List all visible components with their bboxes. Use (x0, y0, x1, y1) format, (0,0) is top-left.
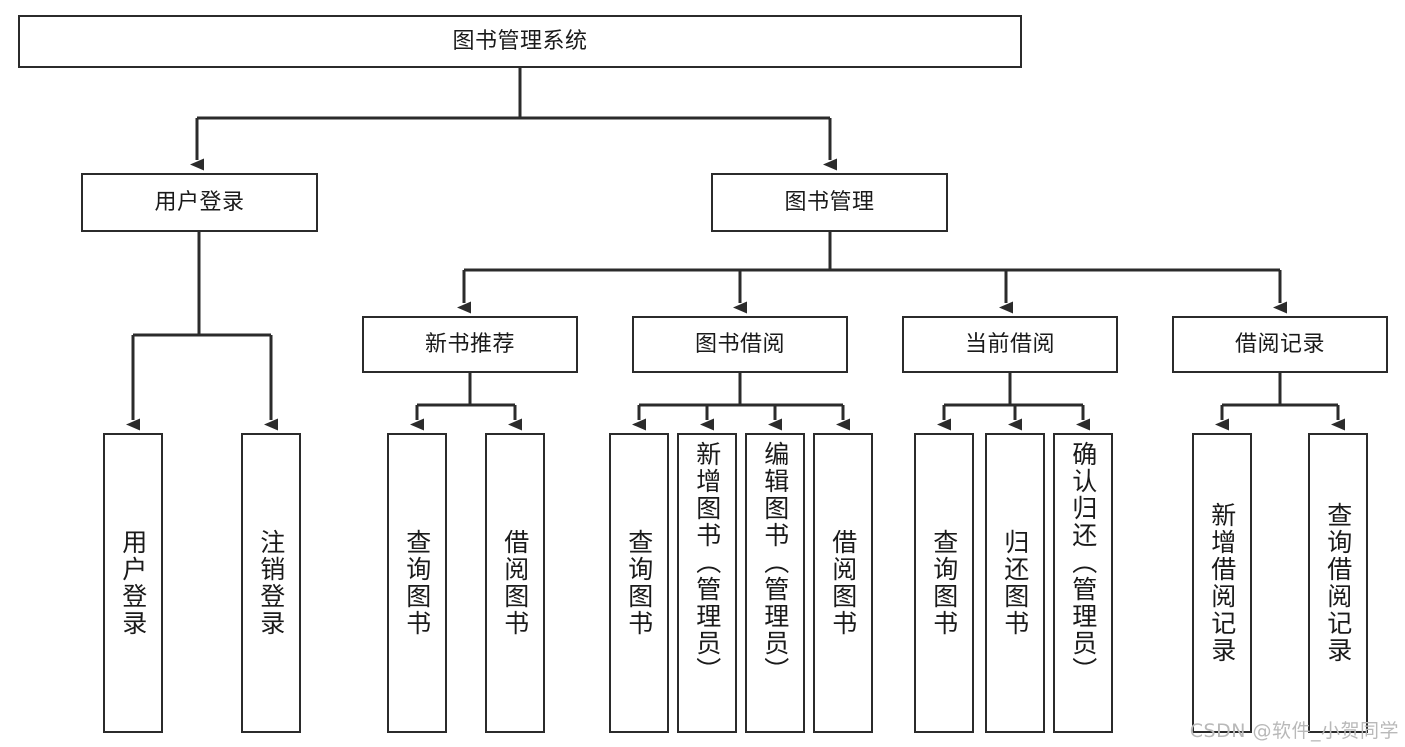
node-leaf-return-book[interactable]: 归还图书 (985, 433, 1045, 733)
node-leaf-query-book-2-label: 查询图书 (624, 529, 654, 637)
node-new-book-recommend-label: 新书推荐 (424, 331, 515, 357)
node-user-login[interactable]: 用户登录 (81, 173, 318, 232)
node-leaf-confirm-return-admin-label: 确认归还（管理员） (1068, 441, 1098, 684)
watermark: CSDN @软件_小贺同学 (1189, 720, 1399, 742)
node-leaf-add-book-admin-label: 新增图书（管理员） (692, 441, 722, 684)
node-borrow-record[interactable]: 借阅记录 (1172, 316, 1388, 373)
node-leaf-logout-login-label: 注销登录 (256, 529, 286, 637)
node-book-manage[interactable]: 图书管理 (711, 173, 948, 232)
node-leaf-query-book-3-label: 查询图书 (929, 529, 959, 637)
node-leaf-query-book-1[interactable]: 查询图书 (387, 433, 447, 733)
node-root[interactable]: 图书管理系统 (18, 15, 1022, 68)
node-new-book-recommend[interactable]: 新书推荐 (362, 316, 578, 373)
node-borrow-record-label: 借阅记录 (1234, 331, 1325, 357)
node-leaf-borrow-book-1[interactable]: 借阅图书 (485, 433, 545, 733)
node-leaf-confirm-return-admin[interactable]: 确认归还（管理员） (1053, 433, 1113, 733)
node-current-borrow-label: 当前借阅 (964, 331, 1055, 357)
node-leaf-borrow-book-2[interactable]: 借阅图书 (813, 433, 873, 733)
node-leaf-add-borrow-record-label: 新增借阅记录 (1207, 502, 1237, 664)
node-leaf-query-book-2[interactable]: 查询图书 (609, 433, 669, 733)
node-user-login-label: 用户登录 (154, 189, 245, 215)
node-leaf-borrow-book-2-label: 借阅图书 (828, 529, 858, 637)
node-leaf-edit-book-admin[interactable]: 编辑图书（管理员） (745, 433, 805, 733)
node-leaf-return-book-label: 归还图书 (1000, 529, 1030, 637)
node-current-borrow[interactable]: 当前借阅 (902, 316, 1118, 373)
node-book-borrow[interactable]: 图书借阅 (632, 316, 848, 373)
node-leaf-user-login[interactable]: 用户登录 (103, 433, 163, 733)
node-leaf-logout-login[interactable]: 注销登录 (241, 433, 301, 733)
node-book-manage-label: 图书管理 (784, 189, 875, 215)
node-leaf-query-book-1-label: 查询图书 (402, 529, 432, 637)
node-root-label: 图书管理系统 (452, 28, 588, 54)
node-leaf-query-borrow-record-label: 查询借阅记录 (1323, 502, 1353, 664)
node-leaf-add-borrow-record[interactable]: 新增借阅记录 (1192, 433, 1252, 733)
node-leaf-query-borrow-record[interactable]: 查询借阅记录 (1308, 433, 1368, 733)
node-leaf-add-book-admin[interactable]: 新增图书（管理员） (677, 433, 737, 733)
node-leaf-edit-book-admin-label: 编辑图书（管理员） (760, 441, 790, 684)
node-leaf-borrow-book-1-label: 借阅图书 (500, 529, 530, 637)
node-leaf-user-login-label: 用户登录 (118, 529, 148, 637)
node-book-borrow-label: 图书借阅 (694, 331, 785, 357)
node-leaf-query-book-3[interactable]: 查询图书 (914, 433, 974, 733)
